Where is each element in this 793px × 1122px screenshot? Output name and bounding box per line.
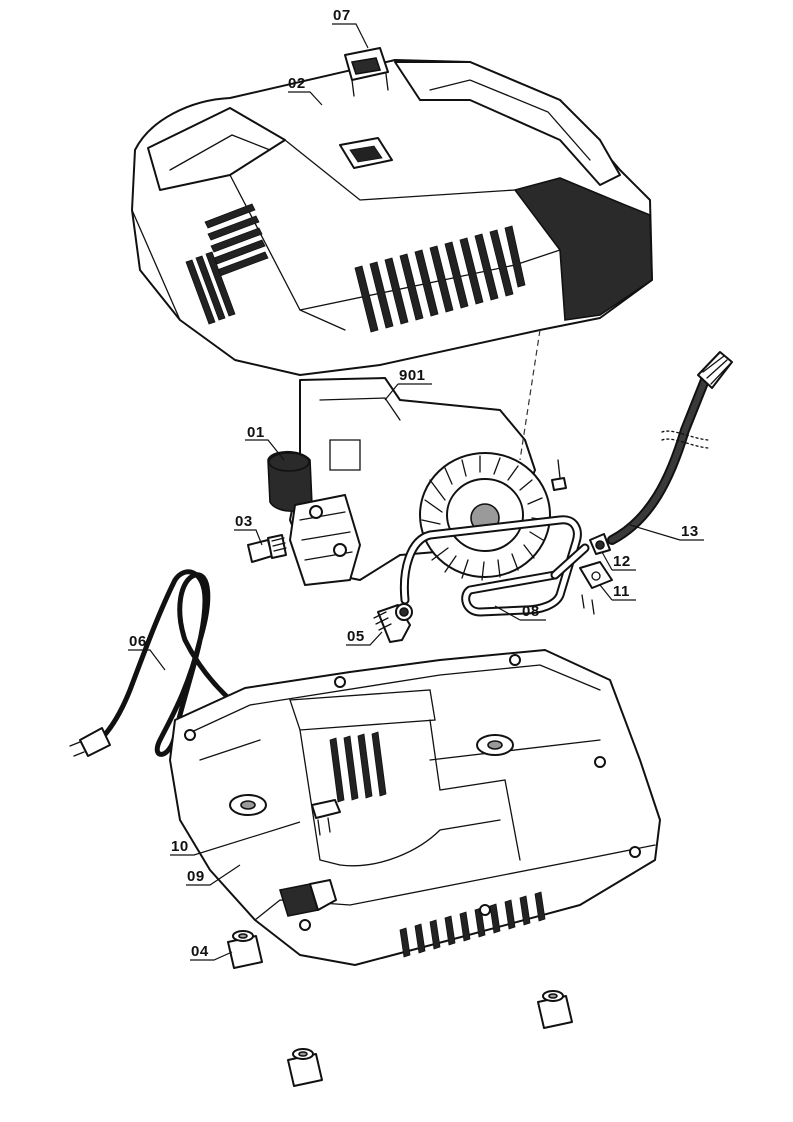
power-cord-06: [69, 569, 293, 757]
rocker-switch-07: [344, 47, 389, 97]
assembly-guide-line: [519, 329, 541, 461]
callout-12: 12: [613, 553, 631, 570]
rubber-foot-04-a: [227, 930, 263, 969]
front-vent-grille: [185, 203, 269, 325]
screw: [551, 459, 567, 491]
rubber-foot-04-b: [537, 990, 573, 1029]
callout-06: 06: [129, 633, 147, 650]
side-vent-grille: [354, 225, 526, 333]
callout-04: 04: [191, 943, 209, 960]
base-housing-09: [169, 649, 661, 966]
rubber-foot-04-c: [287, 1048, 323, 1087]
callout-01: 01: [247, 424, 265, 441]
callout-13: 13: [681, 523, 699, 540]
callout-10: 10: [171, 838, 189, 855]
hose-clamp-12: [589, 533, 611, 555]
leader-lines: [128, 23, 704, 961]
callout-05: 05: [347, 628, 365, 645]
top-housing-cover: [131, 59, 653, 376]
callout-11: 11: [613, 583, 630, 600]
hose-13: [607, 351, 733, 545]
safety-valve-03: [247, 534, 287, 563]
callout-07: 07: [333, 7, 351, 24]
elbow-fitting-05: [373, 603, 413, 643]
callout-901: 901: [399, 367, 426, 384]
cooling-fan: [419, 452, 551, 581]
callout-03: 03: [235, 513, 253, 530]
callout-08: 08: [522, 603, 540, 620]
pressure-pipe-08: [399, 515, 590, 617]
cable-clamp-11: [579, 561, 613, 615]
callout-09: 09: [187, 868, 205, 885]
callout-02: 02: [288, 75, 306, 92]
